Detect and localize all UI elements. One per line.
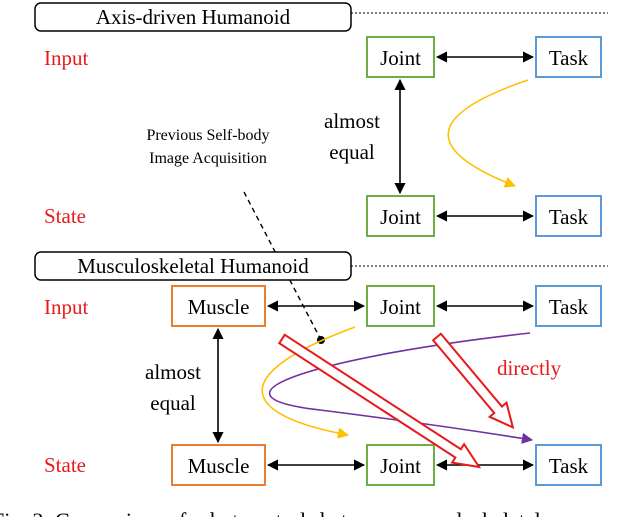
red-block-arrow-long xyxy=(277,333,482,469)
bottom-joint-state-box xyxy=(366,444,435,486)
bottom-task-state-box xyxy=(535,444,602,486)
bottom-task-input-label: Task xyxy=(549,295,589,319)
bottom-almost-label: almost xyxy=(145,360,201,384)
musculoskeletal-section: Musculoskeletal Humanoid Input State Mus… xyxy=(34,251,608,486)
top-input-label: Input xyxy=(44,46,88,70)
top-task-input-box xyxy=(535,36,602,78)
bottom-yellow-curve-arrow xyxy=(261,326,356,439)
directly-label: directly xyxy=(497,356,562,380)
top-joint-input-label: Joint xyxy=(380,46,421,70)
top-state-label: State xyxy=(44,204,86,228)
annotation-line1: Previous Self-body xyxy=(146,127,269,144)
top-joint-input-box xyxy=(366,36,435,78)
musculoskeletal-title: Musculoskeletal Humanoid xyxy=(77,254,309,278)
bottom-state-label: State xyxy=(44,453,86,477)
top-joint-state-box xyxy=(366,195,435,237)
bottom-equal-label: equal xyxy=(150,391,196,415)
bottom-input-label: Input xyxy=(44,295,88,319)
bottom-joint-state-label: Joint xyxy=(380,454,421,478)
bottom-joint-input-label: Joint xyxy=(380,295,421,319)
top-joint-state-label: Joint xyxy=(380,205,421,229)
top-almost-label: almost xyxy=(324,109,380,133)
bottom-joint-input-box xyxy=(366,285,435,327)
top-task-input-label: Task xyxy=(549,46,589,70)
bottom-muscle-input-label: Muscle xyxy=(188,295,250,319)
bottom-purple-curve-arrow xyxy=(268,332,534,444)
top-task-state-box xyxy=(535,195,602,237)
axis-driven-title: Axis-driven Humanoid xyxy=(96,5,291,29)
axis-driven-section: Axis-driven Humanoid Input State Joint T… xyxy=(34,2,608,344)
top-yellow-curve-arrow xyxy=(447,79,529,188)
annotation-line2: Image Acquisition xyxy=(149,150,267,167)
top-task-state-label: Task xyxy=(549,205,589,229)
bottom-task-state-label: Task xyxy=(549,454,589,478)
figure-caption: Fig. 3: Comparison of robot controls bet… xyxy=(0,508,541,517)
red-block-arrow-short xyxy=(431,332,515,430)
axis-driven-title-box xyxy=(34,2,352,32)
bottom-task-input-box xyxy=(535,285,602,327)
bottom-muscle-state-label: Muscle xyxy=(188,454,250,478)
bottom-muscle-state-box xyxy=(171,444,266,486)
bottom-muscle-input-box xyxy=(171,285,266,327)
top-equal-label: equal xyxy=(329,140,375,164)
